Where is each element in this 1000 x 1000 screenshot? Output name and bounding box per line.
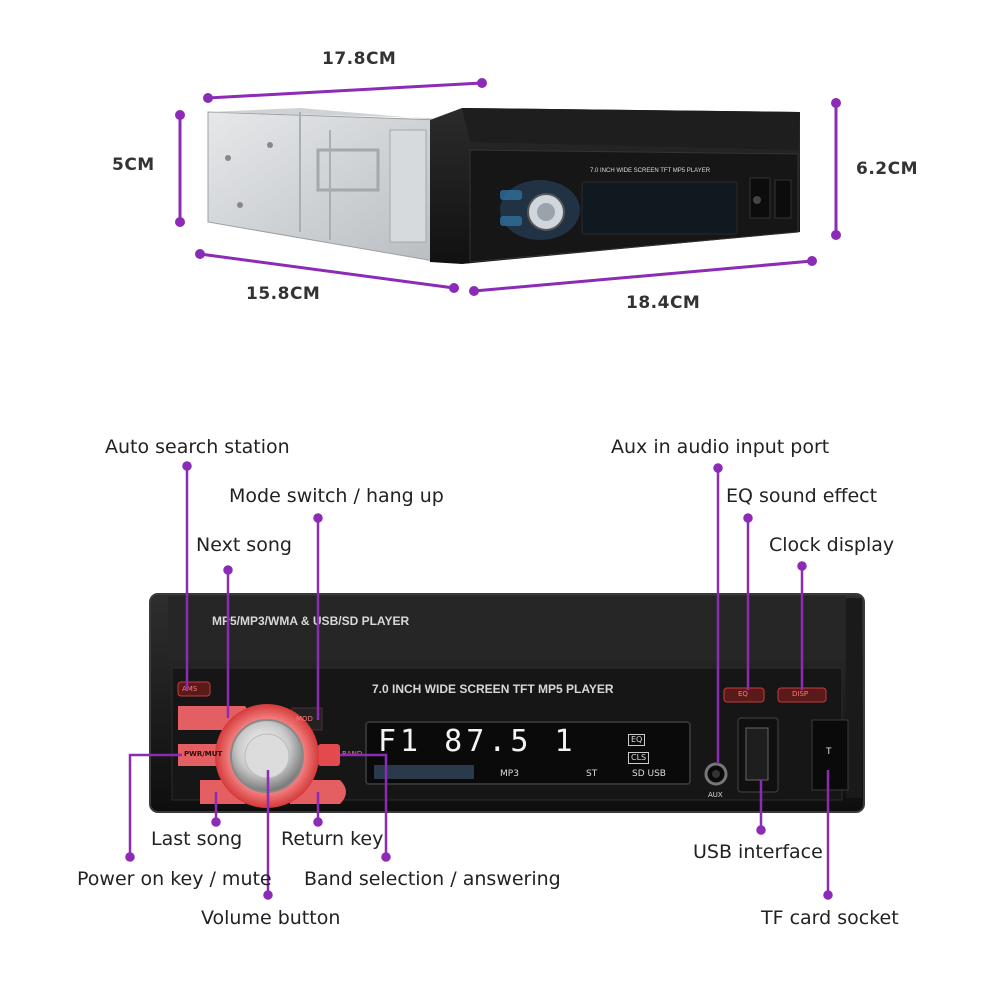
dimension-bottom-body: 15.8CM [246, 284, 321, 304]
button-cluster [178, 704, 346, 808]
callout-auto-search: Auto search station [105, 436, 290, 458]
disp-button[interactable]: DISP [792, 690, 809, 698]
tf-label: T [826, 747, 832, 757]
ams-button[interactable]: AMS [182, 685, 198, 693]
display-st: ST [586, 769, 598, 779]
display-sdusb: SD USB [632, 769, 666, 779]
callout-last-song: Last song [151, 828, 243, 850]
radio-front-panel [149, 593, 865, 813]
callout-tf-card: TF card socket [761, 907, 899, 929]
dimension-lines [175, 78, 841, 296]
dimension-right-height: 6.2CM [856, 159, 919, 179]
dimension-top-width: 17.8CM [322, 49, 397, 69]
callout-return-key: Return key [281, 828, 384, 850]
dimension-bottom-total: 18.4CM [626, 293, 701, 313]
panel-screen-text: 7.0 INCH WIDE SCREEN TFT MP5 PLAYER [372, 682, 614, 696]
aux-label: AUX [708, 791, 723, 799]
callout-volume: Volume button [201, 907, 341, 929]
display-eq: EQ [628, 734, 646, 746]
pwr-mut-button[interactable]: PWR/MUT [184, 750, 223, 758]
dimension-left-height: 5CM [112, 155, 155, 175]
callout-eq-effect: EQ sound effect [726, 485, 878, 507]
display-digits: F1 87.5 1 [378, 724, 577, 759]
callout-usb: USB interface [693, 841, 823, 863]
metal-chassis [207, 108, 441, 263]
callout-next-song: Next song [196, 534, 292, 556]
svg-text:7.0 INCH WIDE SCREEN TFT MP5 P: 7.0 INCH WIDE SCREEN TFT MP5 PLAYER [590, 168, 711, 174]
eq-button[interactable]: EQ [738, 690, 748, 698]
mod-button[interactable]: MOD [296, 715, 313, 723]
radio-side-view: 7.0 INCH WIDE SCREEN TFT MP5 PLAYER [175, 78, 841, 296]
callout-power-mute: Power on key / mute [77, 868, 272, 890]
callout-clock-display: Clock display [769, 534, 895, 556]
callout-mode-switch: Mode switch / hang up [229, 485, 444, 507]
panel-top-text: MP5/MP3/WMA & USB/SD PLAYER [212, 614, 410, 628]
lcd-display [365, 721, 691, 785]
callout-band-selection: Band selection / answering [304, 868, 561, 890]
display-mp3: MP3 [500, 769, 519, 779]
band-button[interactable]: BAND [342, 750, 363, 758]
display-cls: CLS [628, 752, 650, 764]
front-face-perspective: 7.0 INCH WIDE SCREEN TFT MP5 PLAYER [430, 108, 800, 264]
callout-aux-in: Aux in audio input port [611, 436, 830, 458]
